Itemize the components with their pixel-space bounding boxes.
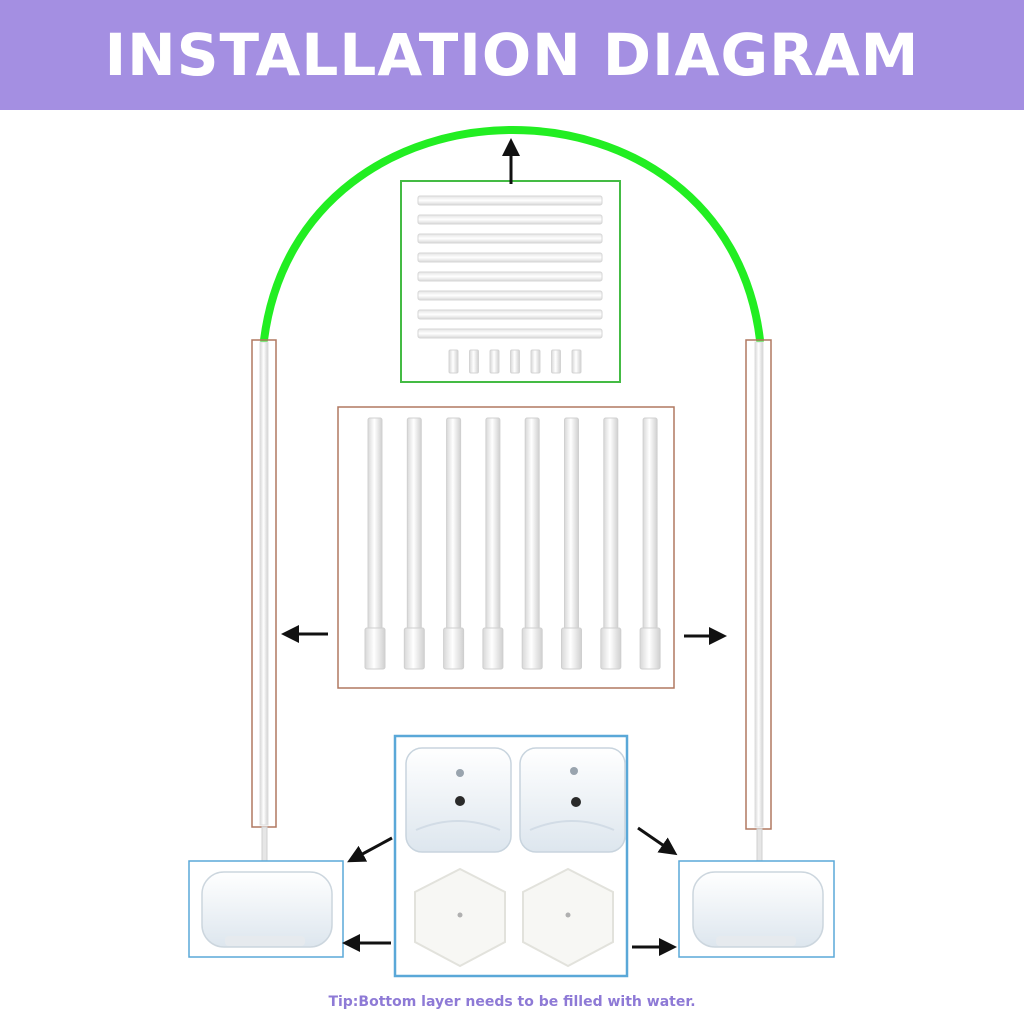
arch-rod <box>417 233 603 244</box>
arch-rod <box>417 195 603 206</box>
vertical-pole <box>364 417 386 670</box>
arch-rod <box>417 328 603 339</box>
left-base-assembly <box>188 860 344 958</box>
arrow-bag-to-left-base <box>347 836 393 863</box>
arch-top-tube <box>260 126 764 344</box>
header-banner: INSTALLATION DIAGRAM <box>0 0 1024 110</box>
vertical-pole <box>403 417 425 670</box>
rod-connector <box>448 349 459 374</box>
hex-base-right <box>522 867 614 968</box>
top-parts-box <box>400 180 621 383</box>
page-title: INSTALLATION DIAGRAM <box>104 21 920 89</box>
arch-rod <box>417 290 603 301</box>
water-bag-right <box>519 747 626 853</box>
vertical-pole <box>521 417 543 670</box>
rod-connector <box>530 349 541 374</box>
arch-rod <box>417 271 603 282</box>
vertical-pole <box>600 417 622 670</box>
vertical-pole <box>482 417 504 670</box>
vertical-pole <box>443 417 465 670</box>
arch-rod <box>417 214 603 225</box>
arch-rod <box>417 309 603 320</box>
rod-connector <box>469 349 479 374</box>
arrow-bag-to-right-base <box>637 826 678 856</box>
rod-connector <box>489 349 500 374</box>
right-base-assembly <box>678 860 835 958</box>
hex-base-left <box>414 867 506 968</box>
middle-parts-box <box>337 406 675 689</box>
right-pole <box>745 339 772 878</box>
arch-rod <box>417 252 603 263</box>
left-pole <box>251 339 277 878</box>
rod-connector <box>510 349 520 374</box>
rod-connector <box>571 349 582 374</box>
water-bag-left <box>405 747 512 853</box>
vertical-pole <box>639 417 661 670</box>
bottom-parts-box <box>393 734 629 978</box>
vertical-pole <box>561 417 582 670</box>
installation-tip: Tip:Bottom layer needs to be filled with… <box>328 994 696 1010</box>
rod-connector <box>551 349 561 374</box>
